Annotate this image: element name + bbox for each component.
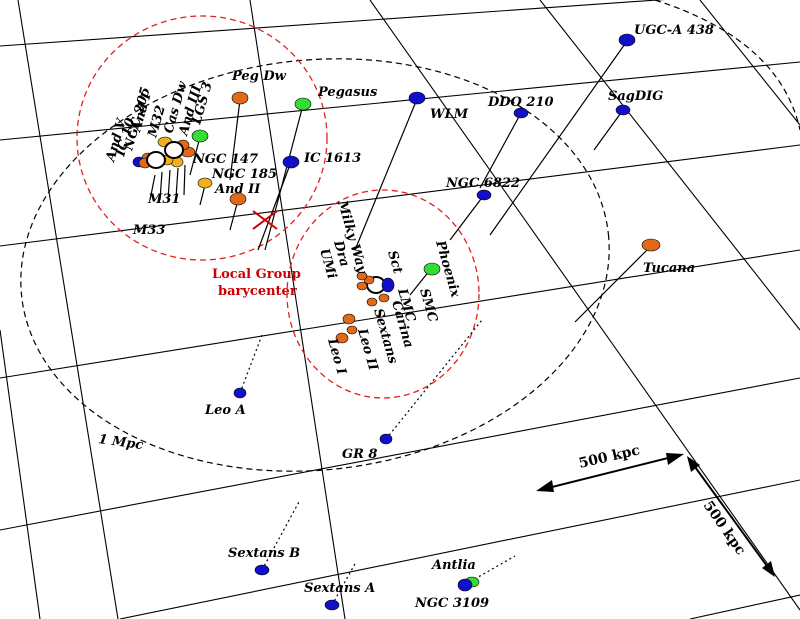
pegasus-label: Pegasus	[317, 85, 378, 100]
ngc147-label: NGC 147	[192, 152, 258, 167]
sagdig-marker	[615, 104, 631, 116]
peg-dw-label: Peg Dw	[231, 69, 287, 84]
milky-way-subgroup-circle	[286, 189, 480, 399]
ddo210-marker	[513, 107, 529, 119]
galaxy-markers	[132, 33, 661, 611]
ngc3109-label: NGC 3109	[414, 596, 489, 611]
lmc-marker	[381, 277, 395, 293]
antlia-label: Antlia	[430, 558, 476, 573]
sextansa-label: Sextans A	[304, 581, 375, 596]
barycenter-cross	[252, 210, 278, 230]
gr8-label: GR 8	[342, 447, 377, 462]
wlm-label: WLM	[430, 107, 469, 122]
sextans-marker	[342, 313, 356, 325]
dra-label: Dra	[330, 238, 352, 269]
m33-label: M33	[132, 223, 165, 238]
leo1-marker	[335, 332, 349, 344]
ugca438-marker	[618, 33, 636, 47]
ddo210-label: DDO 210	[487, 95, 554, 110]
gr8-marker	[379, 433, 393, 445]
carina-marker	[366, 297, 378, 307]
sextansb-label: Sextans B	[228, 546, 300, 561]
leoa-label: Leo A	[204, 403, 246, 418]
barycenter-label-line1: Local Group	[212, 267, 301, 282]
m31-marker	[146, 151, 166, 169]
one-mpc-ellipse	[20, 0, 800, 472]
leo2-marker	[346, 325, 358, 335]
wlm-marker	[408, 91, 426, 105]
peg-dw-marker	[231, 91, 249, 105]
tucana-marker	[641, 238, 661, 252]
sextansa-marker	[324, 599, 340, 611]
umi-marker	[356, 281, 368, 291]
dra-marker	[356, 271, 368, 281]
barycenter-label-line2: barycenter	[218, 284, 297, 299]
ngc6822-label: NGC 6822	[445, 176, 520, 191]
and2-marker	[229, 192, 247, 206]
ugca438-label: UGC-A 438	[634, 23, 714, 38]
tucana-label: Tucana	[643, 261, 695, 276]
one-mpc-label: 1 Mpc	[97, 432, 144, 453]
andromeda-subgroup-circle	[76, 15, 328, 261]
ngc3109-marker	[457, 578, 473, 592]
ngc185-label: NGC 185	[211, 167, 277, 182]
and2-label: And II	[213, 182, 261, 197]
lgs3-marker	[191, 129, 209, 143]
leoa-marker	[233, 387, 247, 399]
ic1613-marker	[282, 155, 300, 169]
m33-marker	[164, 141, 184, 159]
sextansb-marker	[254, 564, 270, 576]
sct-label: Sct	[384, 249, 405, 276]
sagdig-label: SagDIG	[608, 89, 663, 104]
ic1613-label: IC 1613	[303, 151, 361, 166]
ngc6822-marker	[476, 189, 492, 201]
phoenix-marker	[423, 262, 441, 276]
smc-marker	[378, 293, 390, 303]
m31-label: M31	[147, 192, 180, 207]
ngc185-marker	[197, 177, 213, 189]
dotted-stems	[239, 319, 516, 606]
pegasus-marker	[294, 97, 312, 111]
